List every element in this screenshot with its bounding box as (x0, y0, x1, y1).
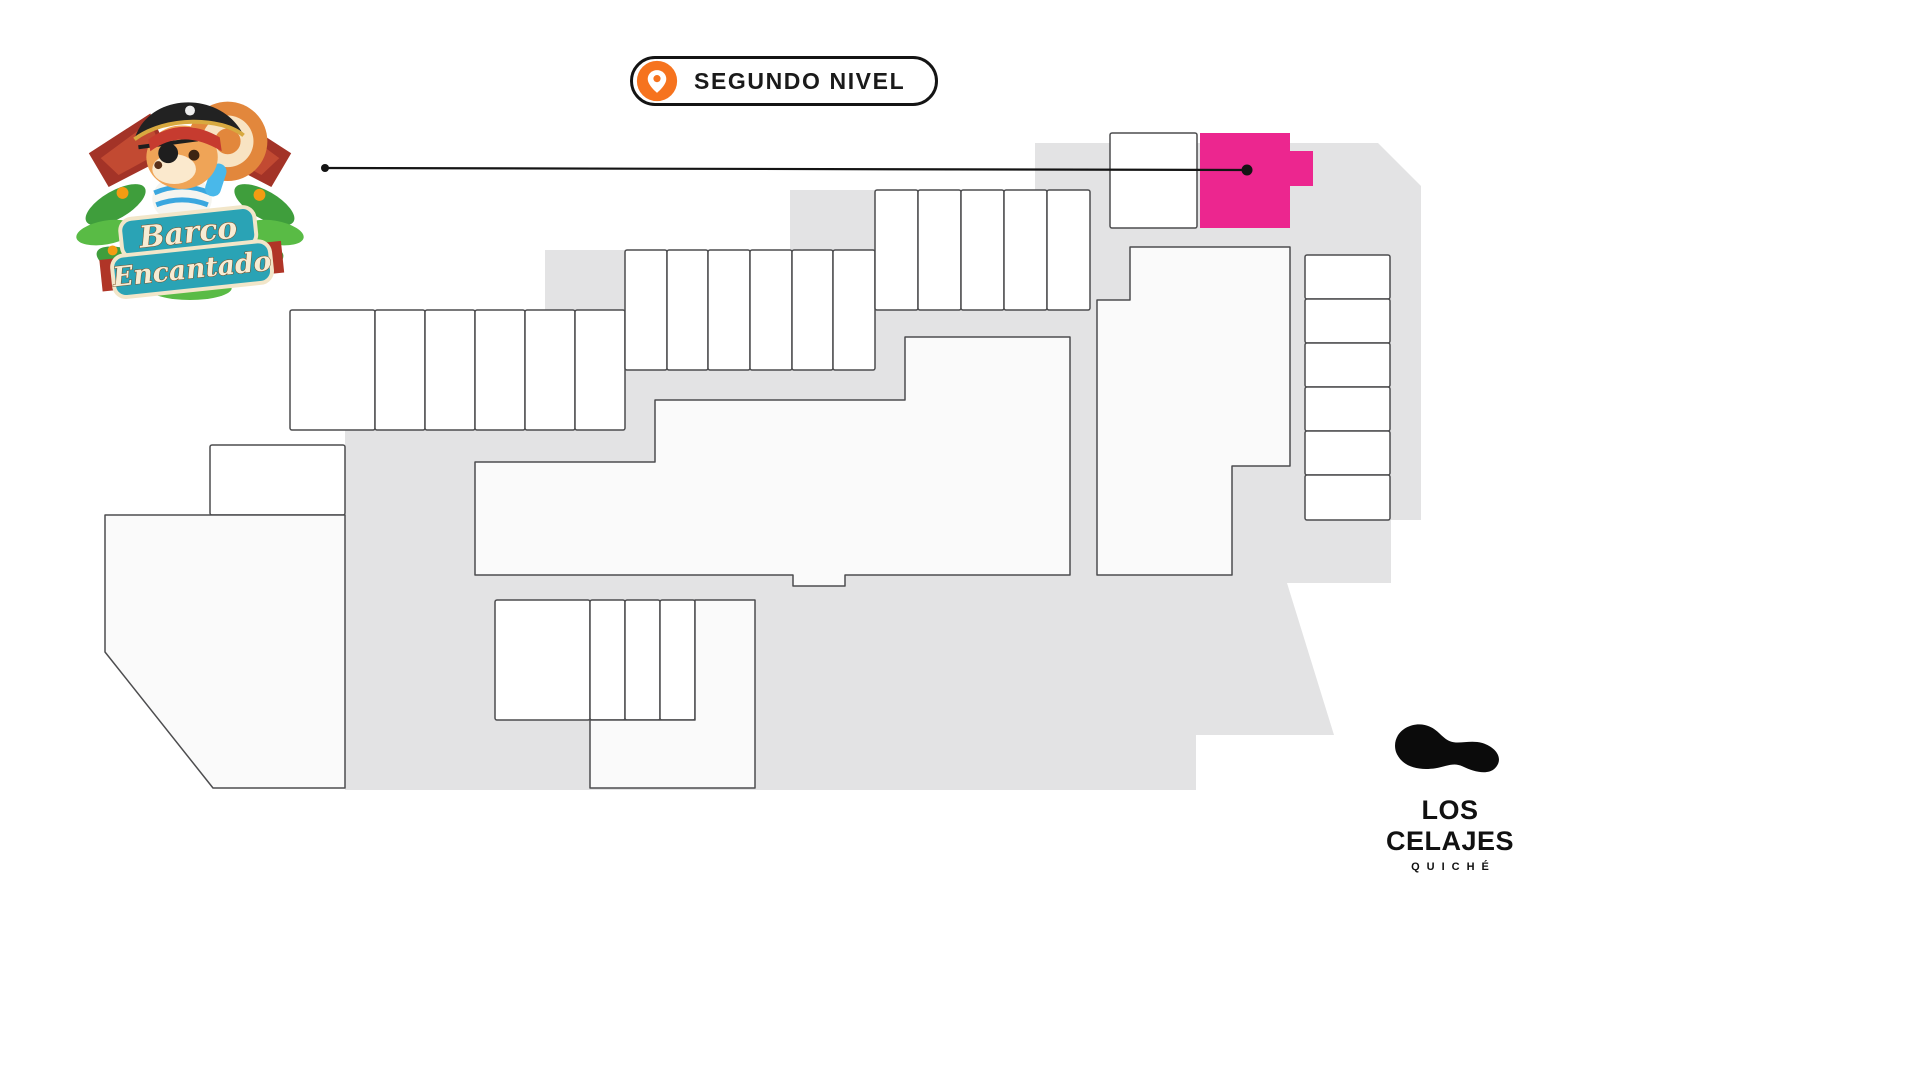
level-badge-label: SEGUNDO NIVEL (694, 67, 906, 94)
store-unit (424, 309, 476, 431)
location-pin-icon (636, 60, 678, 102)
store-unit (524, 309, 576, 431)
store-unit (1096, 246, 1291, 576)
los-celajes-logo: LOS CELAJES QUICHÉ (1360, 716, 1540, 873)
store-unit (1046, 189, 1091, 311)
store-unit (1304, 342, 1391, 388)
store-unit (289, 309, 376, 431)
store-unit (1109, 132, 1198, 229)
store-unit (832, 249, 876, 371)
store-unit (1304, 254, 1391, 300)
store-unit (474, 309, 526, 431)
store-unit (1304, 386, 1391, 432)
store-unit (1304, 298, 1391, 344)
store-unit (666, 249, 709, 371)
store-unit (104, 514, 346, 789)
store-unit (791, 249, 834, 371)
connector (321, 164, 1253, 176)
store-unit (749, 249, 793, 371)
store-unit (589, 599, 756, 789)
level-badge: SEGUNDO NIVEL (630, 56, 939, 106)
store-unit (574, 309, 626, 431)
celajes-cloud-icon (1395, 724, 1499, 773)
store-unit (494, 599, 591, 721)
store-unit (1304, 474, 1391, 521)
store-unit (917, 189, 962, 311)
store-unit (624, 599, 661, 721)
connector-end-dot (1241, 164, 1253, 176)
mall-subtitle: QUICHÉ (1411, 861, 1496, 873)
mall-name: LOS CELAJES (1385, 795, 1515, 856)
connector-line (324, 166, 1248, 172)
store-unit (474, 336, 1071, 587)
store-unit (589, 599, 626, 721)
store-unit (1003, 189, 1048, 311)
highlighted-store-unit (1200, 133, 1313, 228)
store-unit (209, 444, 346, 516)
store-unit (707, 249, 751, 371)
store-unit (624, 249, 668, 371)
logo-banner: Barco Encantado (99, 205, 285, 299)
store-unit (374, 309, 426, 431)
connector-start-dot (321, 164, 329, 172)
store-unit (1304, 430, 1391, 476)
store-unit (659, 599, 696, 721)
store-unit (960, 189, 1005, 311)
barco-encantado-logo: Barco Encantado (66, 56, 314, 304)
store-units (104, 132, 1391, 789)
store-unit (874, 189, 919, 311)
